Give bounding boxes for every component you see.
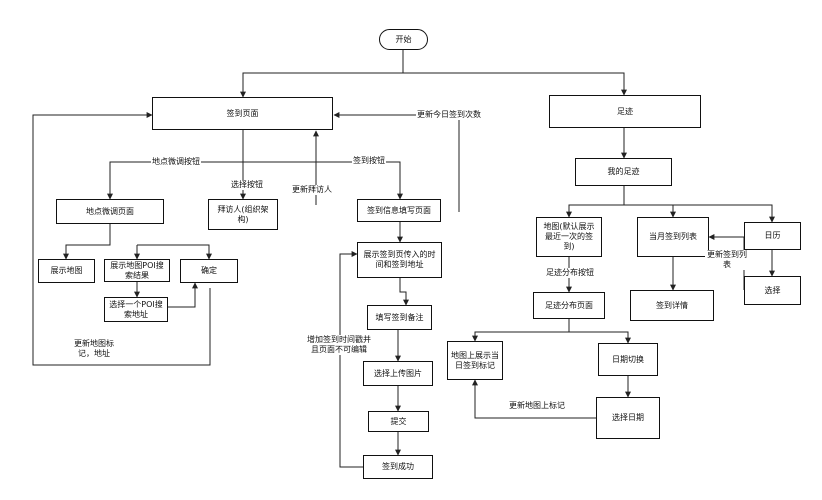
node-visitor: 拜访人(组织架构) bbox=[208, 199, 278, 230]
edge-dist-to-marker bbox=[472, 319, 570, 342]
label-update-map-marker: 更新地图上标记 bbox=[506, 401, 568, 411]
node-month-list: 当月签到列表 bbox=[637, 217, 709, 257]
node-map-default: 地图(默认展示最近一次的签到) bbox=[536, 217, 602, 257]
node-select-poi: 选择一个POI搜索地址 bbox=[104, 297, 168, 322]
node-location-fine-tune-page: 地点微调页面 bbox=[56, 199, 164, 224]
node-calendar: 日历 bbox=[744, 222, 801, 250]
edge-my-to-map bbox=[566, 186, 625, 218]
node-upload-image: 选择上传图片 bbox=[363, 361, 433, 386]
node-select-date: 选择日期 bbox=[596, 397, 660, 439]
label-location-button: 地点微调按钮 bbox=[151, 157, 201, 167]
edge-to-confirm bbox=[137, 244, 212, 260]
node-success: 签到成功 bbox=[363, 455, 433, 479]
label-add-time: 增加签到时间戳并且页面不可编辑 bbox=[304, 335, 374, 355]
edge-checkin-button bbox=[243, 161, 403, 200]
node-submit: 提交 bbox=[368, 411, 429, 432]
edge-select-date-to-marker bbox=[472, 379, 596, 419]
node-start: 开始 bbox=[379, 29, 428, 50]
edge-dist-to-date bbox=[569, 331, 631, 344]
node-checkin-detail: 签到详情 bbox=[630, 290, 714, 321]
node-distribution-page: 足迹分布页面 bbox=[533, 292, 605, 319]
node-fill-note: 填写签到备注 bbox=[367, 305, 432, 330]
edge-time-to-note bbox=[399, 278, 409, 306]
edge-start-split bbox=[240, 50, 404, 98]
node-confirm: 确定 bbox=[180, 259, 238, 283]
node-my-footprint: 我的足迹 bbox=[575, 158, 672, 186]
label-update-checkin-list: 更新签到列表 bbox=[705, 250, 749, 270]
label-distribution-button: 足迹分布按钮 bbox=[545, 268, 595, 278]
node-show-poi-results: 展示地图POI搜索结果 bbox=[104, 259, 170, 282]
edge-my-to-calendar bbox=[673, 204, 775, 223]
node-date-switch: 日期切换 bbox=[598, 343, 658, 376]
edge-my-to-month bbox=[624, 204, 676, 218]
edge-success-to-time bbox=[339, 251, 363, 468]
node-show-time-address: 展示签到页传入的时间和签到地址 bbox=[357, 242, 442, 278]
label-update-count: 更新今日签到次数 bbox=[416, 110, 482, 120]
edge-update-marker-return bbox=[32, 112, 211, 366]
label-update-visitor: 更新拜访人 bbox=[291, 185, 333, 195]
node-checkin-info-page: 签到信息填写页面 bbox=[357, 199, 441, 222]
node-checkin-page: 签到页面 bbox=[152, 97, 333, 130]
node-map-marker: 地图上展示当日签到标记 bbox=[447, 341, 503, 380]
node-footprint: 足迹 bbox=[549, 95, 701, 128]
edge-start-footprint bbox=[403, 72, 627, 96]
edge-select-poi-confirm bbox=[168, 282, 198, 308]
label-update-marker-address: 更新地图标记，地址 bbox=[70, 339, 118, 359]
label-select-button: 选择按钮 bbox=[230, 180, 264, 190]
edge-fanout bbox=[63, 224, 111, 260]
node-select: 选择 bbox=[744, 276, 801, 305]
label-checkin-button: 签到按钮 bbox=[352, 156, 386, 166]
node-show-map: 展示地图 bbox=[38, 259, 95, 283]
